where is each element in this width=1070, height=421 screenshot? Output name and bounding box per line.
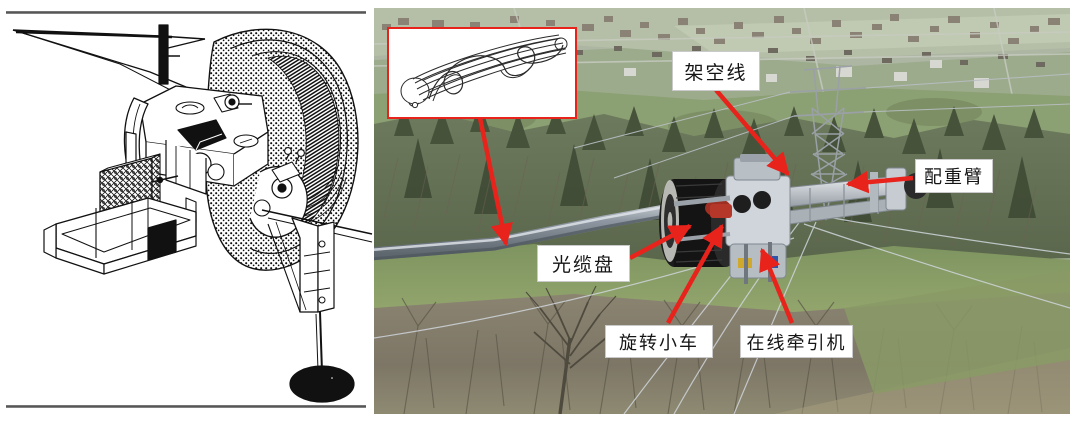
callout-cable-reel-label: 光缆盘 <box>551 254 615 276</box>
callout-rotating-trolley-label: 旋转小车 <box>619 332 699 354</box>
panel-divider-top <box>6 11 366 14</box>
callout-overhead-line-label: 架空线 <box>684 61 748 84</box>
callout-counterweight-arm-label: 配重臂 <box>924 167 984 188</box>
callout-online-tractor-label: 在线牵引机 <box>746 332 847 354</box>
winch-machine-drawing <box>12 24 373 403</box>
callout-overhead-line: 架空线 <box>672 51 760 91</box>
wrapped-conductor-drawing <box>400 34 568 109</box>
callout-rotating-trolley: 旋转小车 <box>605 325 713 358</box>
panel-divider-bottom <box>6 405 366 408</box>
callout-cable-reel: 光缆盘 <box>537 245 630 282</box>
inset-cable-wrap-diagram <box>387 27 577 119</box>
callout-counterweight-arm: 配重臂 <box>915 159 993 193</box>
callout-online-tractor: 在线牵引机 <box>740 325 853 358</box>
left-panel-technical-drawing <box>0 0 373 421</box>
